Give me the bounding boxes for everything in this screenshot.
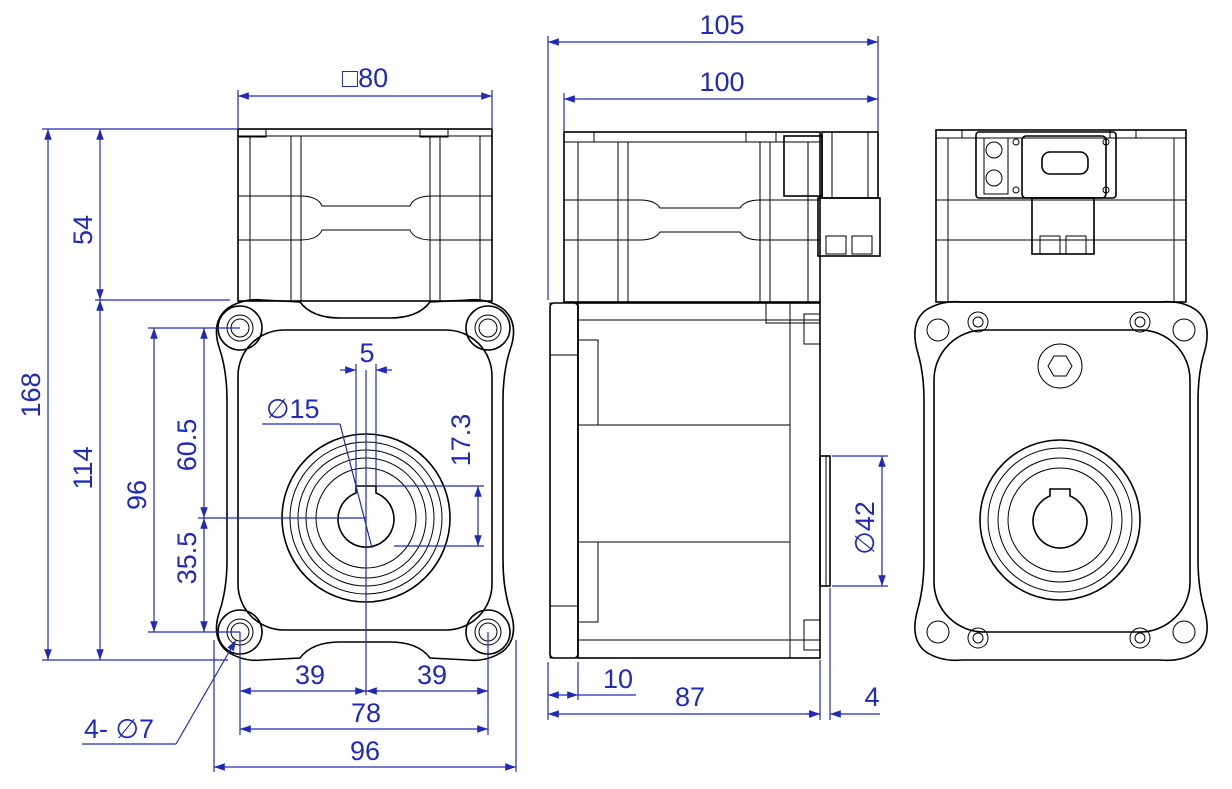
dim-key-depth-17-3: 17.3 [446, 414, 476, 467]
dim-pilot-length-4: 4 [864, 682, 879, 712]
dim-length-87: 87 [675, 682, 705, 712]
front-view [215, 128, 515, 662]
dim-length-100: 100 [699, 67, 744, 97]
dim-holes-4-dia-7: 4- ∅7 [84, 714, 154, 744]
dim-width-96: 96 [350, 736, 380, 766]
dim-width-39-right: 39 [417, 660, 447, 690]
dim-height-114: 114 [68, 446, 98, 489]
front-view-dimensions: □80 168 54 114 96 60.5 35.5 5 ∅15 [16, 63, 517, 772]
side-view-dimensions: 105 100 ∅42 10 87 4 [547, 10, 888, 720]
dim-height-54: 54 [68, 215, 98, 245]
dim-height-96: 96 [122, 480, 152, 510]
dim-length-10: 10 [603, 664, 633, 694]
dim-square-80: □80 [342, 63, 388, 93]
side-view [549, 131, 881, 659]
dim-height-168: 168 [16, 372, 46, 417]
dim-pilot-dia-42: ∅42 [850, 501, 880, 555]
dim-key-width-5: 5 [359, 338, 374, 368]
dim-height-35-5: 35.5 [172, 532, 202, 585]
dim-length-105: 105 [699, 10, 744, 40]
rear-view [914, 129, 1208, 662]
dim-width-39-left: 39 [295, 660, 325, 690]
dim-height-60-5: 60.5 [172, 419, 202, 472]
dim-shaft-dia-15: ∅15 [266, 394, 320, 424]
dim-width-78: 78 [351, 698, 381, 728]
